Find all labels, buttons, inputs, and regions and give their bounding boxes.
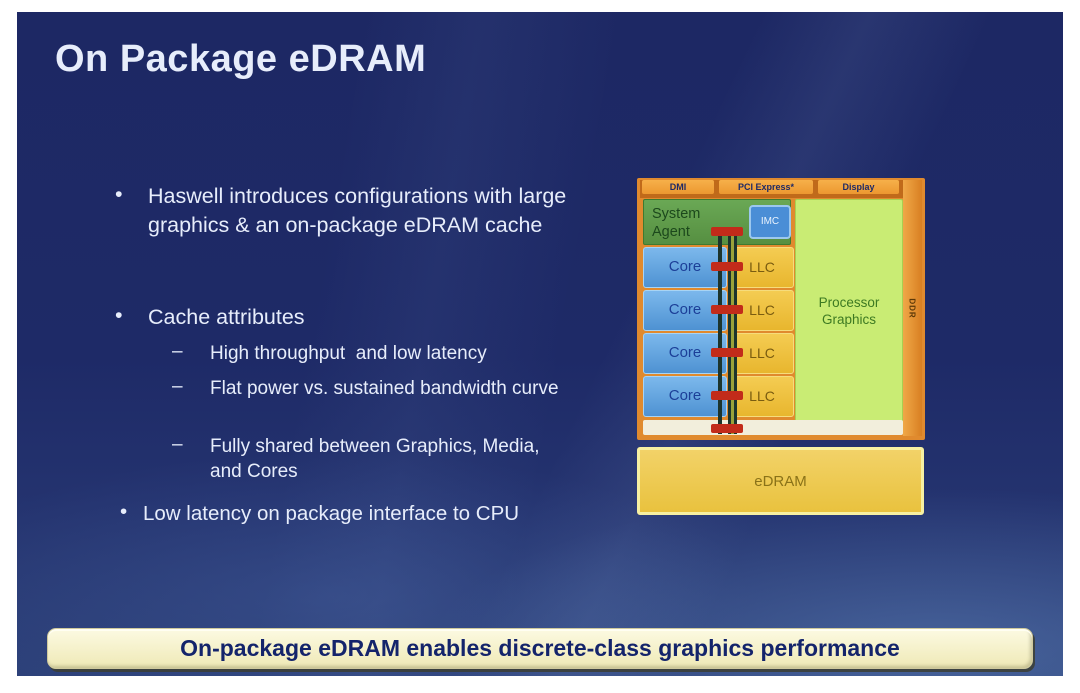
bullet-low-latency: • Low latency on package interface to CP…: [120, 500, 519, 527]
io-tab-display: Display: [818, 180, 899, 194]
bullet-dot: •: [115, 303, 123, 327]
subbullet-throughput-text: High throughput and low latency: [210, 343, 487, 364]
ring-bus-stop: [711, 262, 743, 271]
slide-title: On Package eDRAM: [55, 38, 427, 80]
dash-marker: –: [172, 376, 183, 397]
die-bottom-strip: [643, 420, 903, 435]
ring-bus: [718, 231, 737, 434]
bullet-haswell: • Haswell introduces configurations with…: [115, 182, 580, 239]
memory-io-strip: DDR: [903, 180, 922, 436]
edram-block: eDRAM: [637, 447, 924, 515]
bullet-cache-attributes-text: Cache attributes: [148, 305, 305, 329]
bullet-dot: •: [115, 182, 123, 206]
cpu-die-diagram: DMI PCI Express* Display System Agent IM…: [637, 178, 925, 440]
imc-block: IMC: [749, 205, 791, 239]
bullet-low-latency-text: Low latency on package interface to CPU: [143, 502, 520, 525]
io-tab-dmi: DMI: [642, 180, 714, 194]
subbullet-flat-power-text: Flat power vs. sustained bandwidth curve: [210, 378, 559, 399]
dash-marker: –: [172, 341, 183, 362]
takeaway-banner-text: On-package eDRAM enables discrete-class …: [180, 635, 900, 661]
memory-io-label: DDR: [908, 297, 917, 319]
bullet-cache-attributes: • Cache attributes: [115, 303, 580, 332]
takeaway-banner: On-package eDRAM enables discrete-class …: [47, 628, 1033, 669]
bullet-haswell-text: Haswell introduces configurations with l…: [148, 184, 567, 237]
slide-background: On Package eDRAM • Haswell introduces co…: [17, 12, 1063, 676]
subbullet-flat-power: – Flat power vs. sustained bandwidth cur…: [172, 376, 568, 401]
ring-bus-stop: [711, 348, 743, 357]
subbullet-fully-shared: – Fully shared between Graphics, Media, …: [172, 434, 568, 485]
bullet-dot: •: [120, 500, 128, 523]
ring-bus-stop: [711, 227, 743, 236]
subbullet-throughput: – High throughput and low latency: [172, 341, 568, 366]
ring-bus-stop: [711, 424, 743, 433]
ring-bus-stop: [711, 305, 743, 314]
subbullet-fully-shared-text: Fully shared between Graphics, Media, an…: [210, 436, 545, 483]
processor-graphics-block: Processor Graphics: [795, 199, 903, 424]
ring-bus-stop: [711, 391, 743, 400]
processor-graphics-label: Processor Graphics: [818, 294, 880, 327]
system-agent-label: System Agent: [652, 206, 701, 241]
dash-marker: –: [172, 434, 183, 455]
io-tab-pci-express: PCI Express*: [719, 180, 813, 194]
